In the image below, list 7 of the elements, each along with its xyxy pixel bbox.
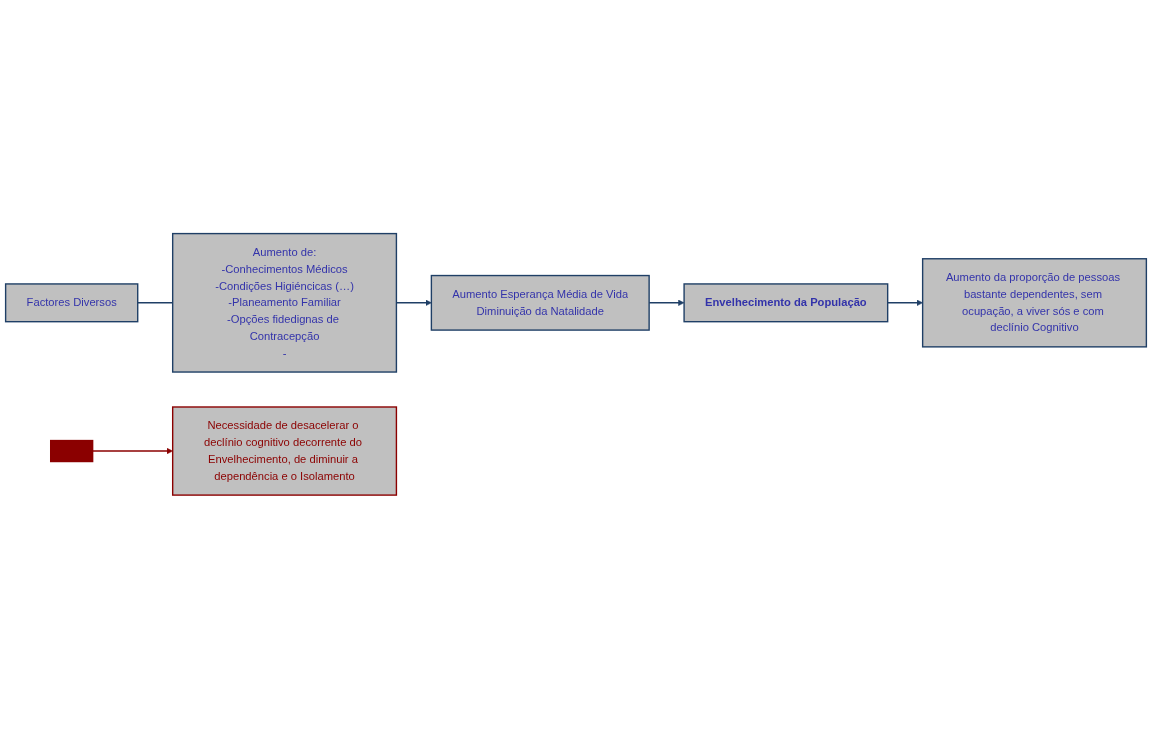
node-box: Necessidade de desacelerar o declínio cognitivo decorrente do Envelhecimento, de diminuir a dependência e o Isolamento [172, 406, 398, 496]
node-box: Factores Diversos [4, 283, 139, 323]
node-bar [50, 440, 94, 463]
node-box: Aumento Esperança Média de Vida Diminuição da Natalidade [430, 275, 650, 331]
node-box: Aumento de: -Conhecimentos Médicos -Condições Higiéncicas (…) -Planeamento Familiar -Opções fidedignas de Contracepção - [172, 233, 398, 373]
node-box: Envelhecimento da População [683, 283, 889, 323]
node-box: Aumento da proporção de pessoas bastante dependentes, sem ocupação, a viver sós e com declínio Cognitivo [921, 258, 1148, 348]
